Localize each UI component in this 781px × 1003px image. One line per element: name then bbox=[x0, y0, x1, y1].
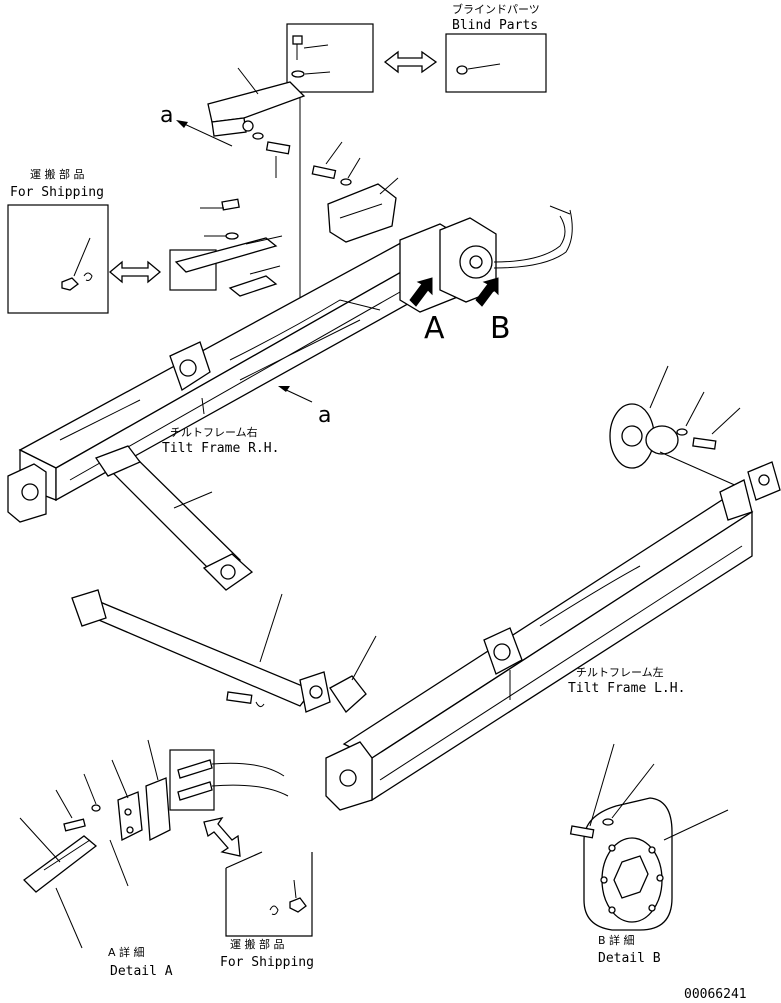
detail-b-jp-label: B 詳 細 bbox=[598, 933, 635, 947]
callout-arrow-a-mid bbox=[201, 386, 313, 415]
bolt-washer-set-cover bbox=[311, 141, 361, 186]
for-shipping-bottom-en-label: For Shipping bbox=[220, 955, 314, 970]
tilt-pipe-lower bbox=[71, 589, 331, 713]
sensor-box bbox=[169, 249, 217, 291]
double-arrow-icon bbox=[383, 50, 438, 74]
hose-fittings bbox=[177, 759, 289, 801]
bolt-icon bbox=[292, 35, 329, 60]
frame-end-boss bbox=[747, 461, 781, 501]
callout-A: A bbox=[424, 311, 445, 346]
callout-B: B bbox=[490, 311, 511, 346]
tilt-frame-lh-jp-label: チルトフレーム左 bbox=[576, 666, 664, 679]
cap-nut-icon bbox=[269, 879, 307, 915]
detail-a-drawing bbox=[19, 739, 171, 949]
gasket bbox=[329, 635, 377, 713]
blind-parts-en-label: Blind Parts bbox=[452, 18, 538, 33]
bolt-washer-box bbox=[286, 23, 374, 93]
arrow-a bbox=[409, 277, 433, 307]
detail-b-drawing bbox=[569, 743, 729, 931]
cover-plate bbox=[327, 177, 399, 243]
bolt-washer-set-top bbox=[252, 132, 291, 178]
blind-parts-box bbox=[445, 33, 547, 93]
callout-arrow-a-top bbox=[176, 120, 233, 147]
washer-icon bbox=[291, 70, 331, 78]
for-shipping-left-jp-label: 運 搬 部 品 bbox=[30, 167, 85, 181]
sensor-bracket bbox=[174, 198, 283, 297]
tilt-frame-lh bbox=[325, 479, 754, 811]
tilt-frame-lh-en-label: Tilt Frame L.H. bbox=[568, 681, 685, 696]
tilt-frame-rh-en-label: Tilt Frame R.H. bbox=[162, 441, 279, 456]
blind-parts-jp-label: ブラインドパーツ bbox=[452, 2, 540, 16]
hose-fitting-box bbox=[169, 749, 215, 811]
double-arrow-icon bbox=[108, 260, 162, 284]
for-shipping-bottom-box bbox=[225, 851, 313, 937]
for-shipping-left-box bbox=[7, 204, 109, 314]
tilt-frame-rh bbox=[7, 205, 573, 523]
blind-cap-icon bbox=[456, 63, 501, 75]
arrow-b bbox=[475, 277, 499, 307]
flange-assembly bbox=[609, 365, 747, 491]
callout-a-mid: a bbox=[318, 403, 331, 428]
callout-a-top: a bbox=[160, 103, 173, 128]
tilt-pipe-upper bbox=[95, 445, 254, 591]
cap-nut-icon bbox=[61, 237, 93, 291]
tilt-frame-rh-jp-label: チルトフレーム右 bbox=[170, 425, 258, 439]
detail-b-en-label: Detail B bbox=[598, 951, 661, 966]
drawing-number: 00066241 bbox=[684, 987, 747, 1002]
bolt-washer-set-pipe bbox=[226, 691, 265, 708]
detail-a-en-label: Detail A bbox=[110, 964, 173, 979]
detail-a-jp-label: A 詳 細 bbox=[108, 945, 145, 959]
for-shipping-left-en-label: For Shipping bbox=[10, 185, 104, 200]
cover-bracket bbox=[207, 67, 306, 310]
for-shipping-bottom-jp-label: 運 搬 部 品 bbox=[230, 937, 285, 951]
double-arrow-icon bbox=[203, 817, 241, 857]
